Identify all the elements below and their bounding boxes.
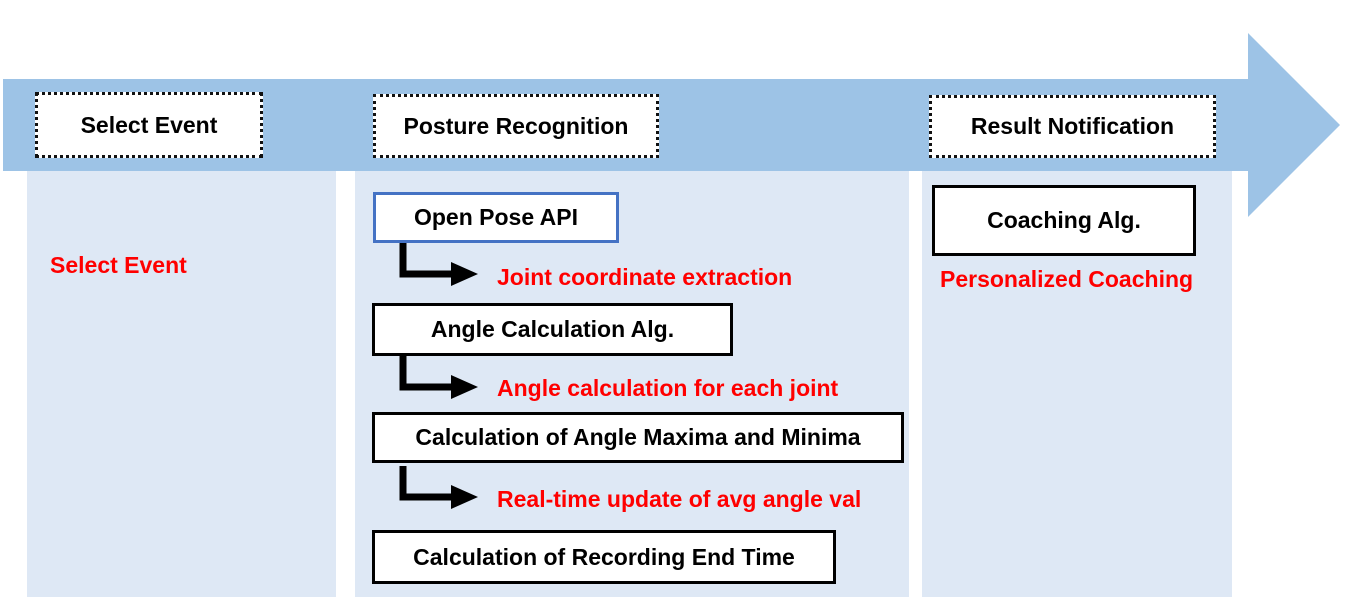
step-angle-calculation-alg: Angle Calculation Alg. (372, 303, 733, 356)
angle-calculation-each-joint-output: Angle calculation for each joint (497, 375, 839, 401)
select-event-output: Select Event (50, 252, 187, 278)
personalized-coaching-output: Personalized Coaching (940, 266, 1194, 292)
realtime-update-output: Real-time update of avg angle val (497, 486, 862, 512)
step-coaching-alg: Coaching Alg. (932, 185, 1196, 256)
select-event-panel (27, 171, 336, 597)
stage-header-posture-recognition: Posture Recognition (373, 94, 659, 158)
arrow-to-angle-calculation-output (399, 356, 478, 399)
stage-header-result-notification: Result Notification (929, 95, 1216, 158)
step-open-pose-api: Open Pose API (373, 192, 619, 243)
step-angle-maxima-minima: Calculation of Angle Maxima and Minima (372, 412, 904, 463)
stage-header-select-event: Select Event (35, 92, 263, 158)
arrow-to-realtime-update-output (399, 466, 478, 509)
joint-coordinate-extraction-output: Joint coordinate extraction (497, 264, 793, 290)
arrow-to-joint-coordinate-extraction (399, 243, 478, 286)
step-recording-end-time: Calculation of Recording End Time (372, 530, 836, 584)
